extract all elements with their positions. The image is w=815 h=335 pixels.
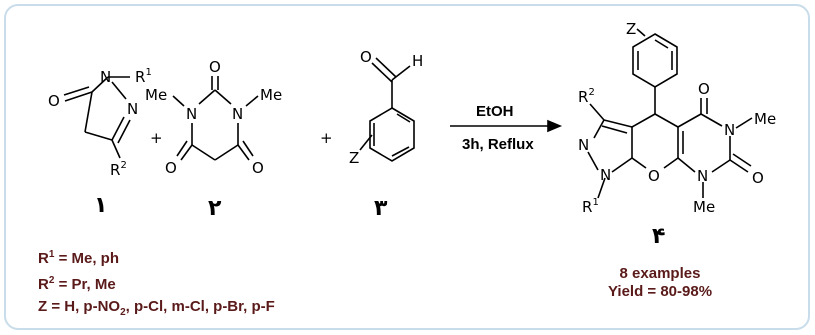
c4-n-right-label: N [724,121,735,139]
compound-4-number: ۴ [652,224,665,249]
c4-r2-label: R2 [578,87,595,106]
c1-n1-label: N [100,68,111,86]
legend-r1-line: R1 = Me, ph [38,249,119,267]
c1-n2-label: N [127,100,138,118]
compound-2-structure [172,76,259,161]
c1-oxygen-label: O [48,92,60,110]
c4-me-right-label: Me [754,110,776,128]
c2-oxygen-left-label: O [165,159,177,177]
compound-3-structure [359,57,415,162]
c1-r1-label: R1 [135,67,152,86]
scheme-frame [4,4,810,330]
c4-z-label: Z [626,20,636,38]
c3-z-label: Z [349,149,359,167]
plus-sign-1: + [150,129,163,147]
reaction-summary: 8 examples Yield = 80-98% [590,265,730,301]
compound-4-structure [587,28,753,199]
c4-n-bottom-label: N [697,167,708,185]
c2-n-left-label: N [186,105,197,123]
legend-r2-line: R2 = Pr, Me [38,275,116,293]
c4-oxygen-ring-label: O [648,167,660,185]
yield-range: Yield = 80-98% [607,283,713,300]
plus-sign-2: + [320,129,333,147]
c2-oxygen-right-label: O [252,159,264,177]
c4-oxygen-right-label: O [752,169,764,187]
compound-2-number: ۲ [208,196,222,221]
solvent-label: EtOH [476,103,514,120]
c2-me-left-label: Me [145,86,167,104]
c4-n-pyrazole-1-label: N [578,136,589,154]
c4-r1-label: R1 [582,197,599,216]
compound-1-structure [63,76,131,159]
c4-me-bottom-label: Me [693,198,715,216]
c4-oxygen-top-label: O [698,80,710,98]
c4-n-pyrazole-2-label: N [600,166,611,184]
c3-hydrogen-label: H [412,52,423,70]
c1-r2-label: R2 [110,160,127,179]
c2-me-right-label: Me [260,86,282,104]
compound-3-number: ۳ [374,196,388,221]
examples-count: 8 examples [619,265,701,282]
conditions-label: 3h, Reflux [462,136,534,153]
compound-1-number: ۱ [94,193,107,218]
c2-oxygen-top-label: O [209,58,221,76]
c3-oxygen-label: O [360,48,372,66]
c2-n-right-label: N [232,105,243,123]
legend-z-line: Z = H, p-NO2, p-Cl, m-Cl, p-Br, p-F [38,298,275,318]
reaction-arrow [450,119,563,133]
substituent-legend: R1 = Me, ph R2 = Pr, Me Z = H, p-NO2, p-… [38,244,275,324]
